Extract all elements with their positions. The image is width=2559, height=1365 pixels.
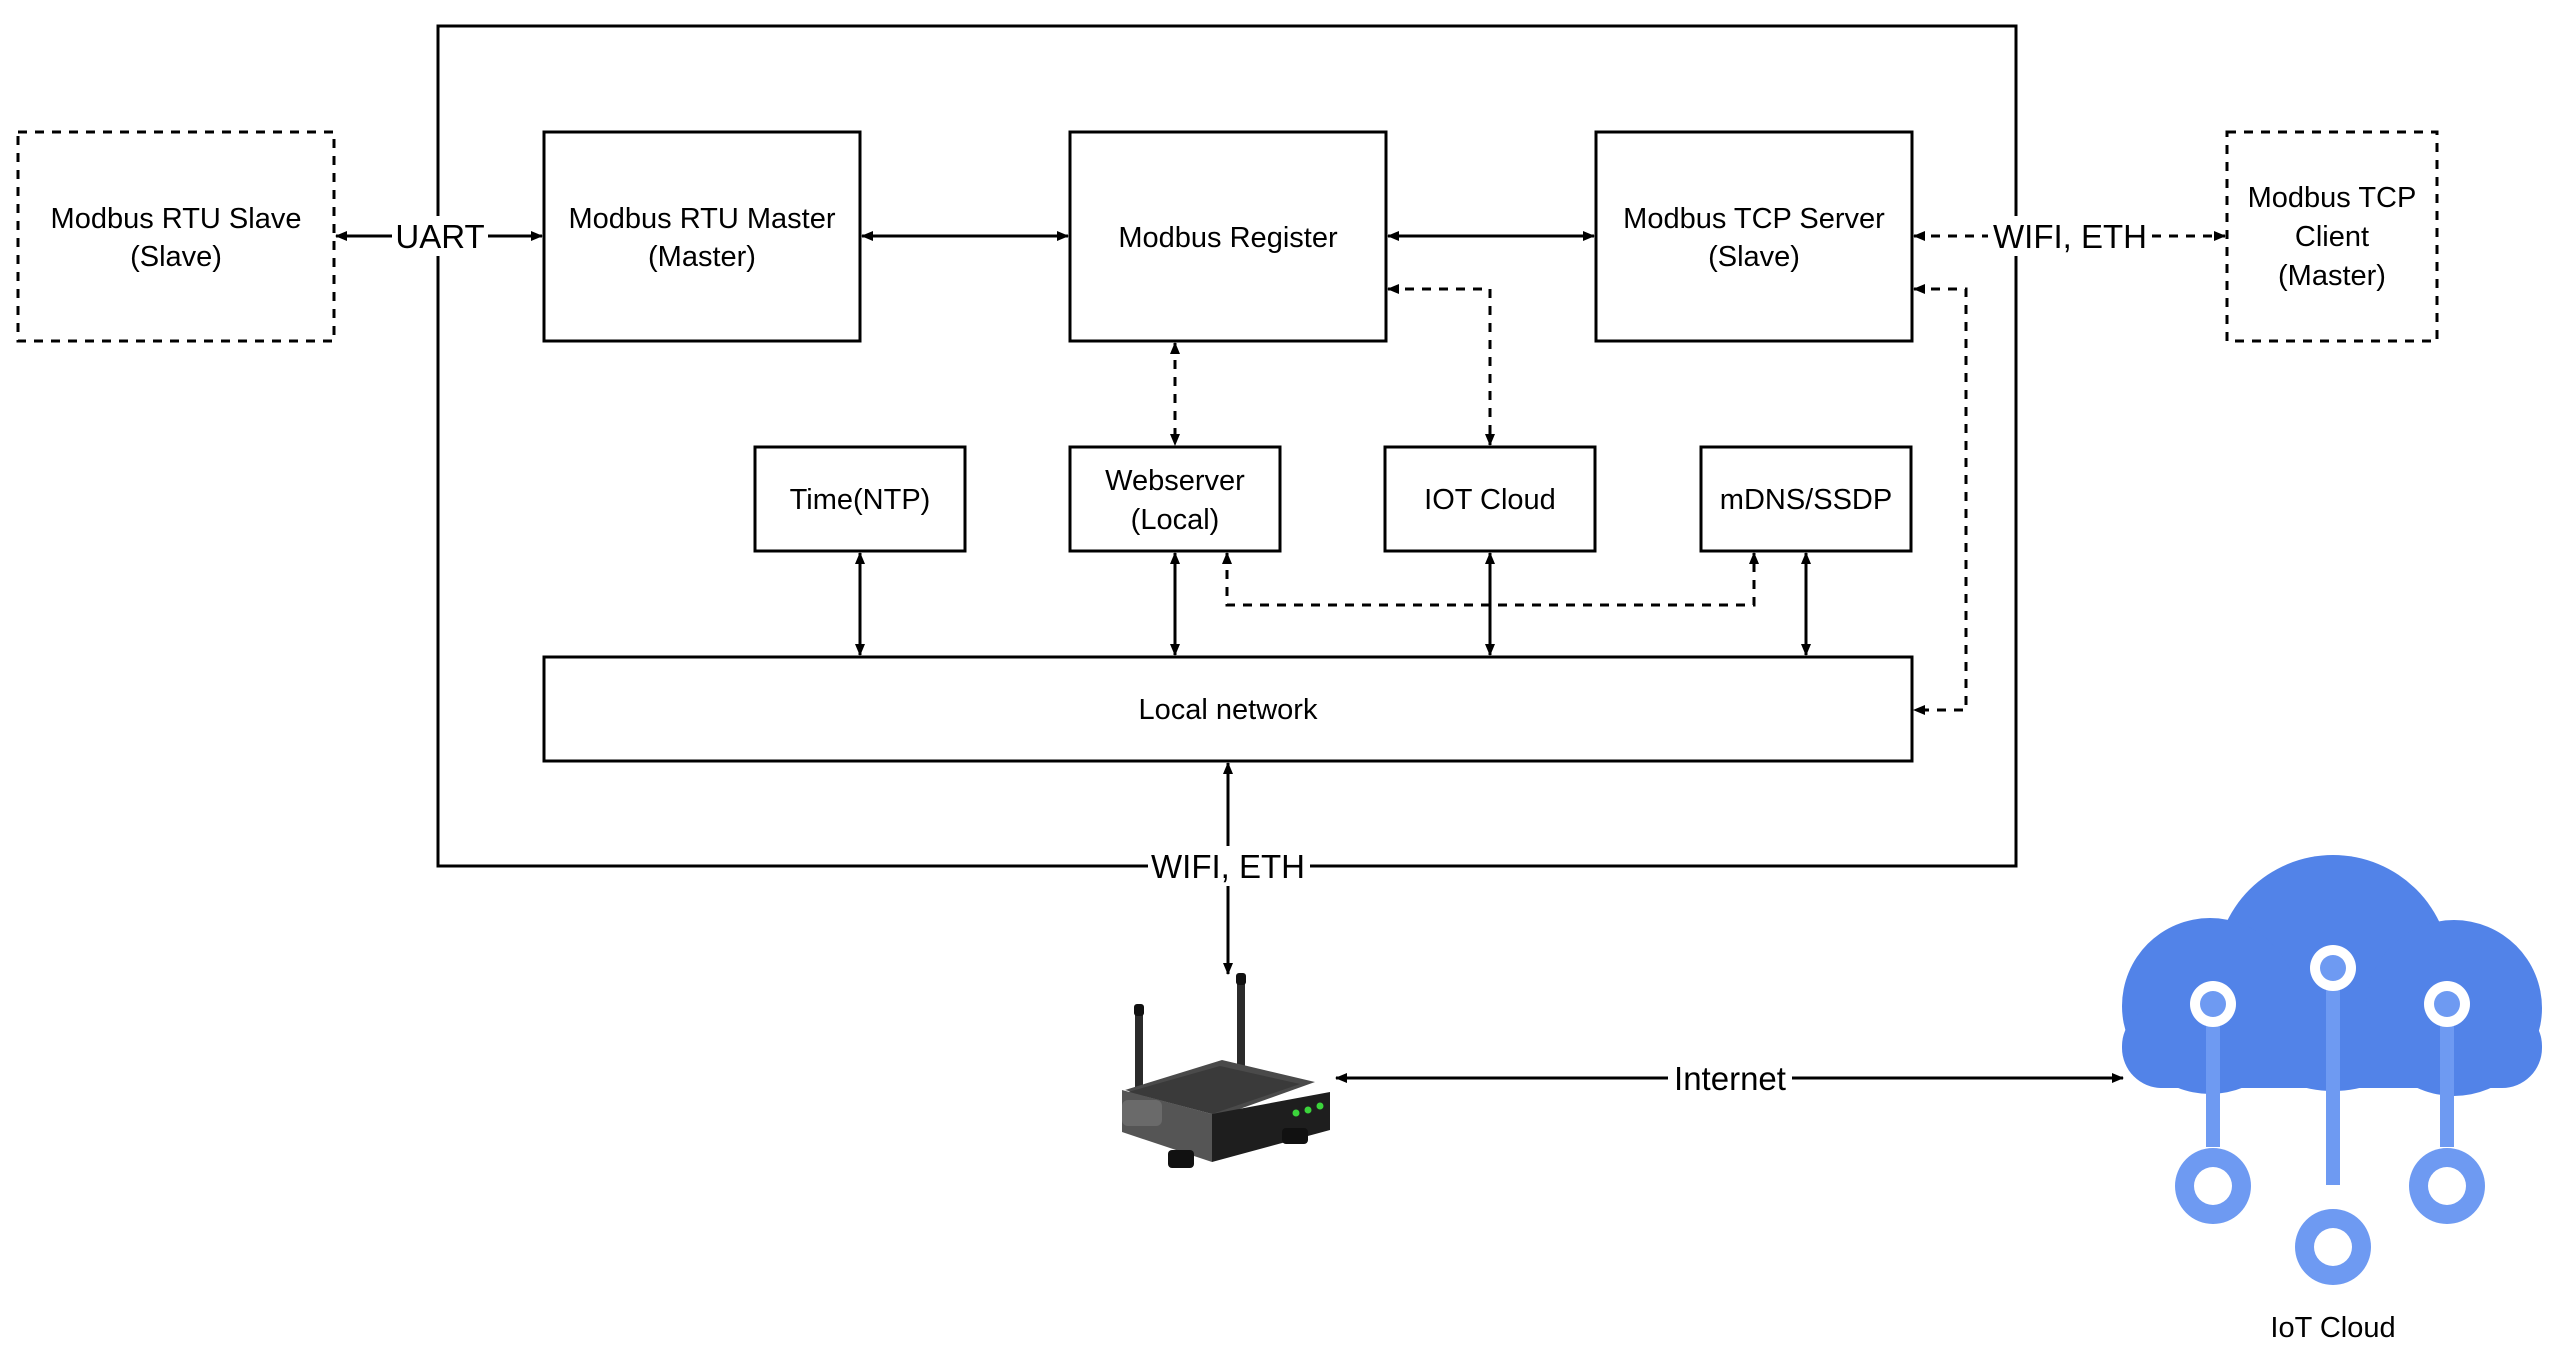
tcp-server-role: (Slave) <box>1708 241 1800 273</box>
rtu-master-role: (Master) <box>648 241 756 273</box>
modbus-register-node: Modbus Register <box>1068 130 1388 343</box>
uart-label: UART <box>395 218 484 255</box>
iot-cloud-caption: IoT Cloud <box>2270 1312 2395 1344</box>
local-network-node: Local network <box>542 655 1914 763</box>
register-iotcloud-edge <box>1387 284 1495 446</box>
iot-cloud-node: IOT Cloud <box>1383 445 1597 553</box>
mdns-ssdp-node: mDNS/SSDP <box>1699 445 1913 553</box>
rtu-master-title: Modbus RTU Master <box>569 203 836 235</box>
edge-labels: UART WIFI, ETH WIFI, ETH Internet <box>392 216 2150 1098</box>
modbus-tcp-server-node: Modbus TCP Server (Slave) <box>1594 130 1914 343</box>
edges <box>335 231 2226 1083</box>
register-title: Modbus Register <box>1118 222 1338 254</box>
mdns-ssdp-title: mDNS/SSDP <box>1720 484 1892 516</box>
modbus-rtu-master-node: Modbus RTU Master (Master) <box>542 130 862 343</box>
tcp-server-title: Modbus TCP Server <box>1623 203 1885 235</box>
webserver-title: Webserver <box>1105 465 1245 497</box>
webserver-subtitle: (Local) <box>1131 504 1220 536</box>
tcp-client-subtitle: Client <box>2295 221 2369 253</box>
rtu-slave-role: (Slave) <box>130 241 222 273</box>
tcp-link-label: WIFI, ETH <box>1993 218 2147 255</box>
modbus-tcp-client-node: Modbus TCP Client (Master) <box>2225 130 2439 343</box>
tcpserver-localnetwork-edge <box>1913 284 1968 715</box>
modbus-rtu-slave-node: Modbus RTU Slave (Slave) <box>16 130 336 343</box>
iot-cloud-icon <box>2122 855 2542 1285</box>
tcp-client-role: (Master) <box>2278 260 2386 292</box>
internet-label: Internet <box>1674 1060 1786 1097</box>
webserver-node: Webserver (Local) <box>1068 445 1282 553</box>
rtu-slave-title: Modbus RTU Slave <box>51 203 302 235</box>
wan-link-label: WIFI, ETH <box>1151 848 1305 885</box>
time-ntp-node: Time(NTP) <box>753 445 967 553</box>
tcp-client-title: Modbus TCP <box>2248 182 2417 214</box>
local-network-title: Local network <box>1139 694 1318 726</box>
wifi-router-icon <box>1122 973 1330 1168</box>
time-ntp-title: Time(NTP) <box>790 484 931 516</box>
iot-cloud-title: IOT Cloud <box>1424 484 1556 516</box>
webserver-mdns-edge <box>1222 552 1759 607</box>
